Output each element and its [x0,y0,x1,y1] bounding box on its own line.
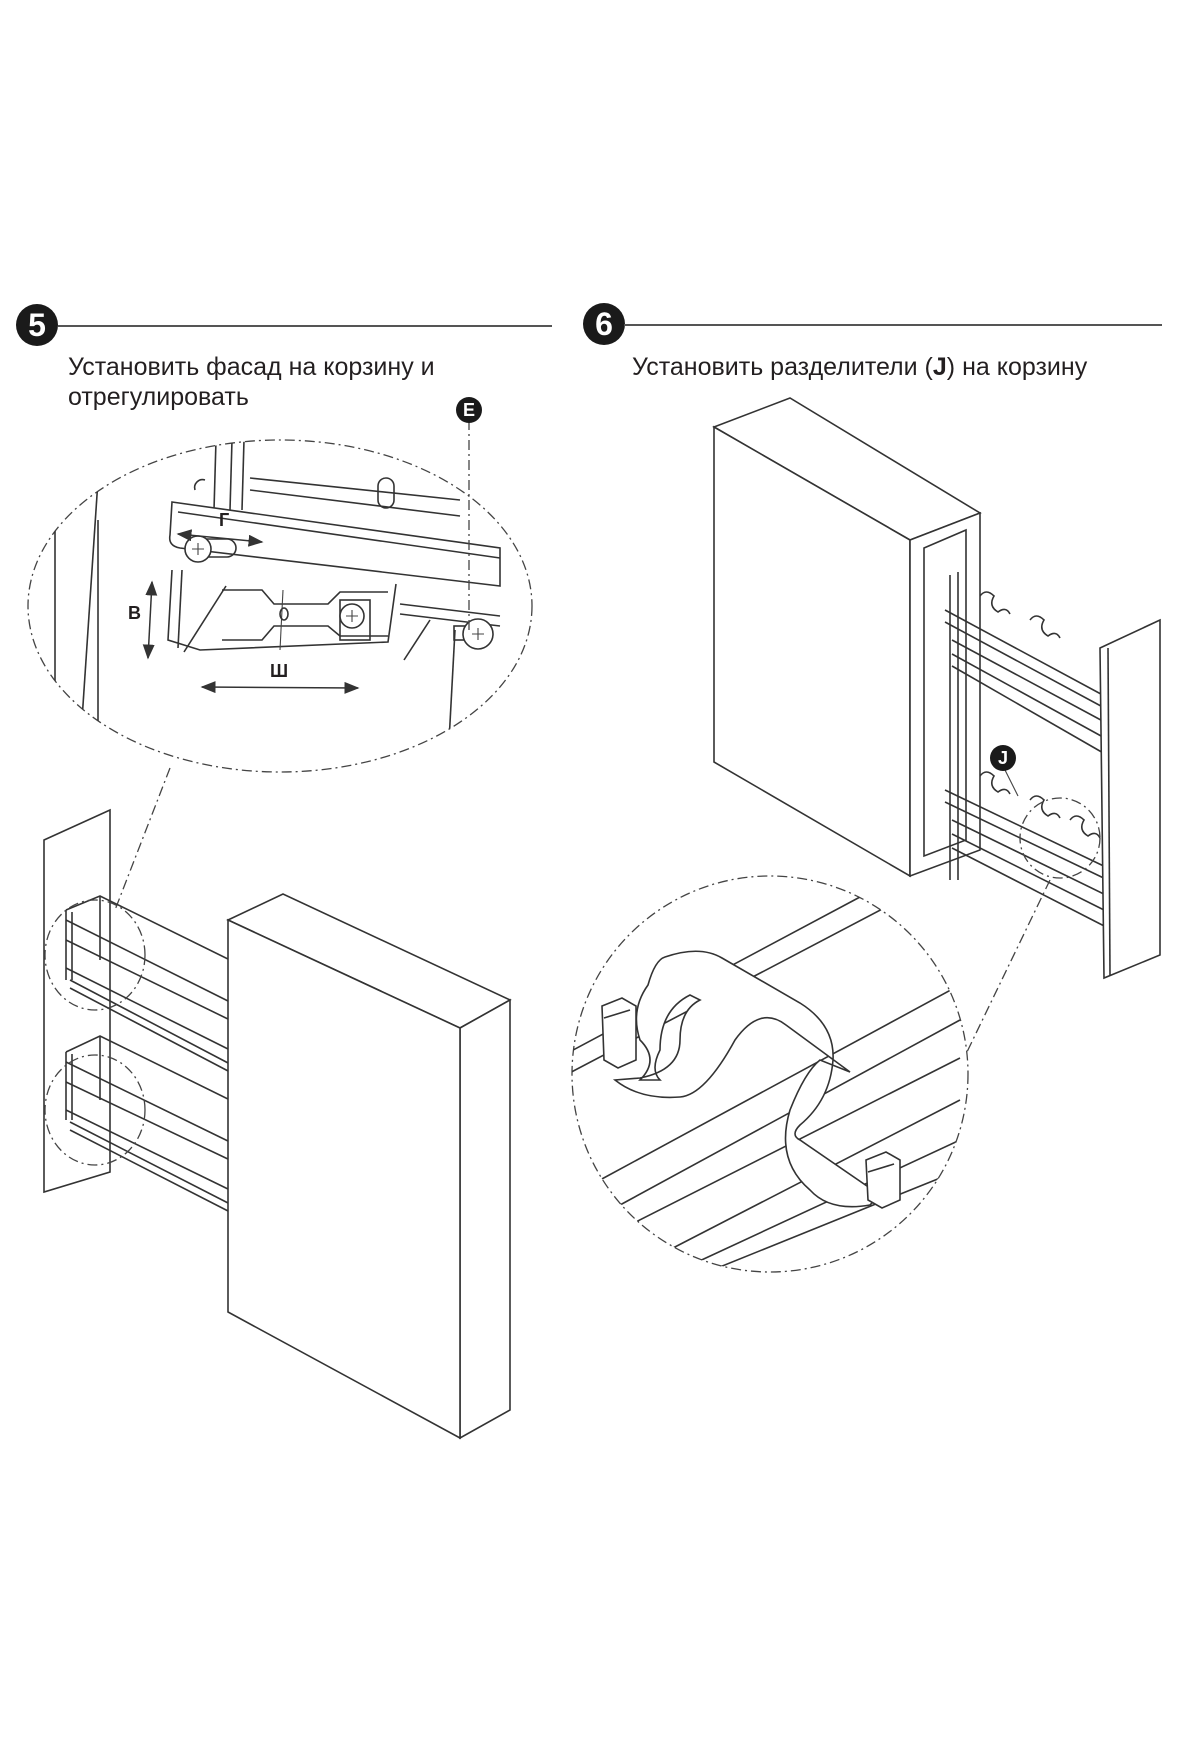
dimension-label-width: Ш [270,661,289,681]
facade-panel-step-6 [712,397,982,878]
cabinet-side-panel [43,808,111,1194]
step-5-assembly [43,808,512,1440]
height-arrow [142,580,158,660]
step-5-badge: 5 [16,304,58,346]
width-arrow [200,681,360,694]
facade-panel [226,893,512,1440]
clip-left [601,997,637,1069]
step-6-instruction-part-letter: J [932,353,947,381]
step-5-instruction-line-2: отрегулировать [68,383,249,411]
upper-basket-step-6 [944,572,1113,880]
dimension-label-height: В [128,603,141,623]
lower-basket-step-6 [944,767,1113,931]
callout-j-badge: J [990,745,1016,771]
depth-arrow [176,529,264,547]
step-6-detail-view [571,875,969,1273]
step-5-instruction-line-1: Установить фасад на корзину и [68,353,435,381]
step-6-instruction: Установить разделители (J) на корзину [632,352,1087,382]
detail-ellipse-outline [27,439,533,773]
step-5-detail-view [27,420,533,773]
callout-j-leader [1003,767,1019,797]
step-6-badge: 6 [583,303,625,345]
step-6-instruction-suffix: ) на корзину [946,353,1088,381]
step-5-detail-leader [114,767,171,911]
step-6-instruction-prefix: Установить разделители ( [632,353,933,381]
callout-e-badge: E [456,397,482,423]
step-6-divider [624,324,1162,326]
clip-right [865,1151,901,1209]
cabinet-side-panel-step-6 [1099,618,1161,980]
detail-circle-outline [571,875,969,1273]
lower-basket [44,1035,231,1213]
step-5-instruction: Установить фасад на корзину и отрегулиро… [68,352,435,412]
step-5-divider [58,325,552,327]
step-6-detail-leader [965,879,1051,1055]
dimension-label-depth: Г [219,510,230,530]
step-6-assembly [712,397,1161,980]
